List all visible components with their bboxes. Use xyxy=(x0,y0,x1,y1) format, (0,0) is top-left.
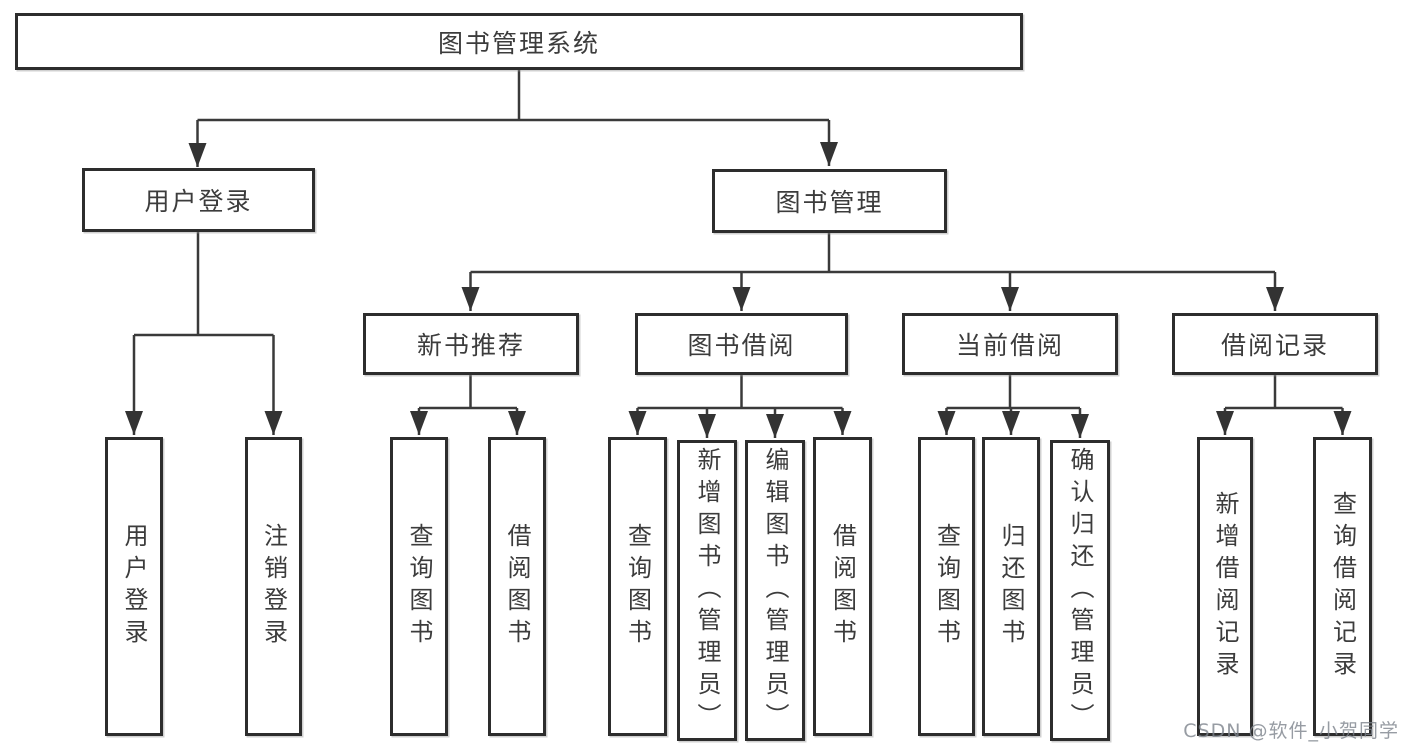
leaf-logout: 注销登录 xyxy=(245,437,302,736)
node-book-borrow-label: 图书借阅 xyxy=(687,331,796,360)
leaf-borrow-edit-book-admin-label: 编辑图书（管理员） xyxy=(761,446,789,735)
leaf-records-query-record: 查询借阅记录 xyxy=(1313,437,1372,736)
leaf-borrow-add-book-admin: 新增图书（管理员） xyxy=(677,440,737,741)
node-book-management-label: 图书管理 xyxy=(775,188,884,217)
node-new-book-recommend-label: 新书推荐 xyxy=(416,331,525,360)
leaf-records-add-record: 新增借阅记录 xyxy=(1197,437,1253,736)
node-current-borrow: 当前借阅 xyxy=(902,313,1118,375)
leaf-user-login-label: 用户登录 xyxy=(120,522,148,651)
leaf-borrow-borrow-book-label: 借阅图书 xyxy=(828,522,857,651)
connector-book-management-to-level3 xyxy=(461,233,1284,311)
leaf-newbook-borrow-book: 借阅图书 xyxy=(488,437,546,736)
leaf-newbook-query-book-label: 查询图书 xyxy=(405,522,433,651)
leaf-borrow-edit-book-admin: 编辑图书（管理员） xyxy=(745,440,805,741)
leaf-newbook-borrow-book-label: 借阅图书 xyxy=(503,522,531,651)
connector-book-borrow-to-leaves xyxy=(628,375,852,438)
node-new-book-recommend: 新书推荐 xyxy=(363,313,579,375)
node-current-borrow-label: 当前借阅 xyxy=(955,331,1064,360)
csdn-watermark: CSDN @软件_小贺同学 xyxy=(1183,720,1399,742)
leaf-current-confirm-return-admin: 确认归还（管理员） xyxy=(1050,440,1110,741)
leaf-borrow-borrow-book: 借阅图书 xyxy=(813,437,872,736)
leaf-records-query-record-label: 查询借阅记录 xyxy=(1328,490,1357,683)
node-book-borrow: 图书借阅 xyxy=(635,313,848,375)
leaf-borrow-query-book: 查询图书 xyxy=(608,437,667,736)
leaf-current-return-book: 归还图书 xyxy=(982,437,1040,736)
node-user-login-label: 用户登录 xyxy=(144,187,253,216)
leaf-current-query-book: 查询图书 xyxy=(918,437,975,736)
node-root: 图书管理系统 xyxy=(15,13,1023,70)
node-root-label: 图书管理系统 xyxy=(437,28,600,58)
leaf-logout-label: 注销登录 xyxy=(259,522,288,651)
connector-current-borrow-to-leaves xyxy=(937,375,1089,438)
node-book-management: 图书管理 xyxy=(712,169,947,233)
leaf-current-confirm-return-admin-label: 确认归还（管理员） xyxy=(1066,446,1094,735)
leaf-current-query-book-label: 查询图书 xyxy=(932,522,961,651)
node-borrow-records: 借阅记录 xyxy=(1172,313,1378,375)
leaf-current-return-book-label: 归还图书 xyxy=(997,522,1025,651)
connector-borrow-records-to-leaves xyxy=(1216,375,1352,435)
connector-new-book-to-leaves xyxy=(410,375,526,435)
node-user-login: 用户登录 xyxy=(82,168,315,232)
connector-user-login-to-leaves xyxy=(125,232,283,435)
node-borrow-records-label: 借阅记录 xyxy=(1220,331,1329,360)
leaf-newbook-query-book: 查询图书 xyxy=(390,437,448,736)
leaf-borrow-add-book-admin-label: 新增图书（管理员） xyxy=(693,446,721,735)
leaf-borrow-query-book-label: 查询图书 xyxy=(623,522,652,651)
leaf-user-login: 用户登录 xyxy=(105,437,163,736)
leaf-records-add-record-label: 新增借阅记录 xyxy=(1211,490,1239,683)
connector-root-to-level2 xyxy=(188,69,838,167)
